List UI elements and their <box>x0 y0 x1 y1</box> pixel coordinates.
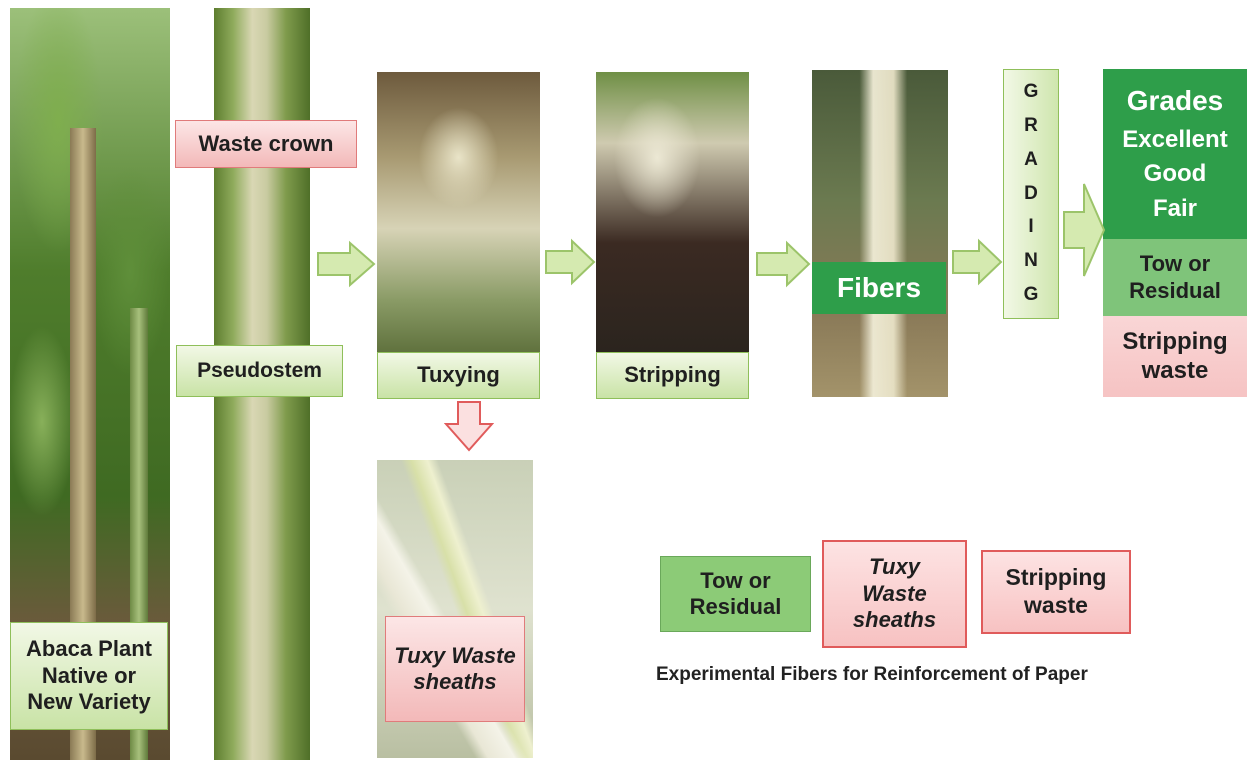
grading-letter: D <box>1024 183 1038 206</box>
grade-fair: Fair <box>1153 195 1197 224</box>
grade-good: Good <box>1144 160 1207 189</box>
arrow-right-icon <box>951 238 1003 286</box>
pseudostem-label: Pseudostem <box>176 345 343 397</box>
waste-crown-label: Waste crown <box>175 120 357 168</box>
fibers-label: Fibers <box>812 262 946 314</box>
grades-title: Grades <box>1127 84 1224 118</box>
arrow-right-icon <box>1062 180 1106 280</box>
arrow-right-icon <box>544 238 596 286</box>
grade-excellent: Excellent <box>1122 126 1227 155</box>
stripping-photo <box>596 72 749 357</box>
grading-letter: I <box>1028 216 1033 239</box>
legend-caption: Experimental Fibers for Reinforcement of… <box>656 664 1176 686</box>
grading-letter: G <box>1024 284 1039 307</box>
grading-letter: G <box>1024 81 1039 104</box>
grading-letter: N <box>1024 250 1038 273</box>
fibers-photo <box>812 70 948 397</box>
tuxying-photo <box>377 72 540 357</box>
arrow-right-icon <box>755 240 811 288</box>
grading-letter: A <box>1024 149 1038 172</box>
arrow-down-icon <box>444 400 494 452</box>
tuxy-waste-label: Tuxy Waste sheaths <box>385 616 525 722</box>
abaca-plant-label: Abaca Plant Native or New Variety <box>10 622 168 730</box>
tow-residual-box: Tow or Residual <box>1103 239 1247 316</box>
legend-stripping-waste: Stripping waste <box>981 550 1131 634</box>
stripping-waste-box: Stripping waste <box>1103 316 1247 397</box>
tuxying-label: Tuxying <box>377 352 540 399</box>
grading-box: G R A D I N G <box>1003 69 1059 319</box>
legend-tuxy-waste: Tuxy Waste sheaths <box>822 540 967 648</box>
grades-box: Grades Excellent Good Fair <box>1103 69 1247 239</box>
grading-letter: R <box>1024 115 1038 138</box>
legend-tow-residual: Tow or Residual <box>660 556 811 632</box>
arrow-right-icon <box>316 240 376 288</box>
stripping-label: Stripping <box>596 352 749 399</box>
